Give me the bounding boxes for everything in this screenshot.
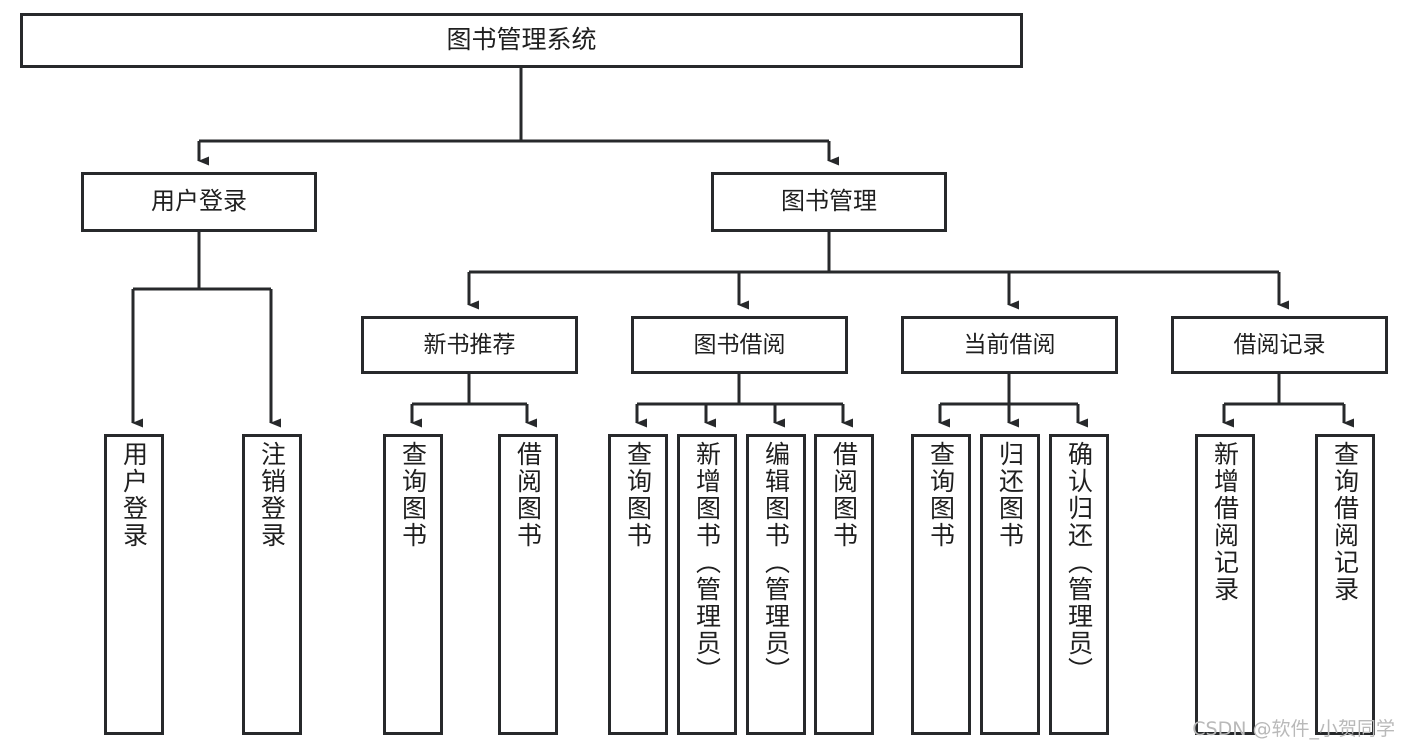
leaf-borrow-borrow-book-label: 借阅图书 <box>829 441 859 549</box>
node-new-book-recommend[interactable]: 新书推荐 <box>361 316 578 374</box>
leaf-user-login-signin-label: 用户登录 <box>119 441 149 549</box>
node-book-management-label: 图书管理 <box>781 187 877 216</box>
node-book-borrow-label: 图书借阅 <box>693 331 786 358</box>
node-book-borrow[interactable]: 图书借阅 <box>631 316 848 374</box>
node-root-system[interactable]: 图书管理系统 <box>20 13 1023 68</box>
node-user-login[interactable]: 用户登录 <box>81 172 317 232</box>
leaf-current-confirm-return-label: 确认归还（管理员） <box>1064 441 1094 684</box>
node-user-login-label: 用户登录 <box>151 187 247 216</box>
leaf-new-book-borrow-label: 借阅图书 <box>513 441 543 549</box>
leaf-new-book-query[interactable]: 查询图书 <box>383 434 443 735</box>
leaf-borrow-edit-book[interactable]: 编辑图书（管理员） <box>746 434 806 735</box>
leaf-record-add[interactable]: 新增借阅记录 <box>1195 434 1255 735</box>
leaf-borrow-add-book[interactable]: 新增图书（管理员） <box>677 434 737 735</box>
leaf-current-query-book[interactable]: 查询图书 <box>911 434 971 735</box>
node-borrow-record[interactable]: 借阅记录 <box>1171 316 1388 374</box>
leaf-new-book-borrow[interactable]: 借阅图书 <box>498 434 558 735</box>
node-current-borrow[interactable]: 当前借阅 <box>901 316 1118 374</box>
leaf-record-add-label: 新增借阅记录 <box>1210 441 1240 603</box>
node-current-borrow-label: 当前借阅 <box>963 331 1056 358</box>
node-root-system-label: 图书管理系统 <box>446 25 597 55</box>
leaf-new-book-query-label: 查询图书 <box>398 441 428 549</box>
leaf-current-query-book-label: 查询图书 <box>926 441 956 549</box>
leaf-user-login-signout[interactable]: 注销登录 <box>242 434 302 735</box>
leaf-current-return-book[interactable]: 归还图书 <box>980 434 1040 735</box>
leaf-borrow-edit-book-label: 编辑图书（管理员） <box>761 441 791 684</box>
leaf-current-confirm-return[interactable]: 确认归还（管理员） <box>1049 434 1109 735</box>
leaf-borrow-query-book[interactable]: 查询图书 <box>608 434 668 735</box>
leaf-record-query-label: 查询借阅记录 <box>1330 441 1360 603</box>
node-book-management[interactable]: 图书管理 <box>711 172 947 232</box>
leaf-record-query[interactable]: 查询借阅记录 <box>1315 434 1375 735</box>
leaf-borrow-query-book-label: 查询图书 <box>623 441 653 549</box>
leaf-current-return-book-label: 归还图书 <box>995 441 1025 549</box>
leaf-user-login-signin[interactable]: 用户登录 <box>104 434 164 735</box>
leaf-borrow-borrow-book[interactable]: 借阅图书 <box>814 434 874 735</box>
leaf-borrow-add-book-label: 新增图书（管理员） <box>692 441 722 684</box>
node-borrow-record-label: 借阅记录 <box>1233 331 1326 358</box>
leaf-user-login-signout-label: 注销登录 <box>257 441 287 549</box>
node-new-book-recommend-label: 新书推荐 <box>423 331 516 358</box>
